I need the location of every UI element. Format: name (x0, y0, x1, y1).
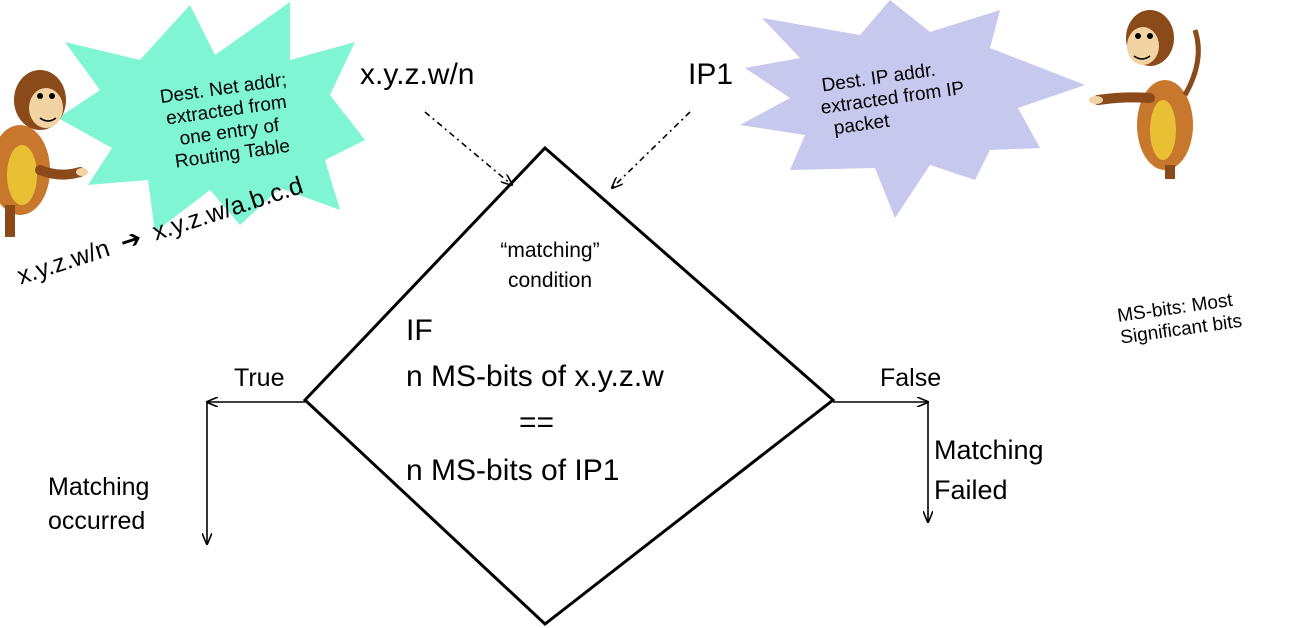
ip-input-label: IP1 (688, 58, 734, 91)
condition-line1: n MS-bits of x.y.z.w (406, 360, 664, 393)
decision-diamond (302, 145, 836, 626)
true-label: True (234, 364, 285, 392)
diamond-caption: “matching” condition (485, 236, 615, 296)
true-result-line2: occurred (48, 507, 146, 535)
notation-arrow-icon: ➔ (116, 223, 146, 257)
condition-equals: == (519, 406, 555, 439)
left-callout-burst (58, 2, 365, 232)
right-callout-burst (740, 0, 1085, 218)
net-addr-arrow (424, 111, 512, 185)
net-addr-input-label: x.y.z.w/n (360, 58, 475, 91)
diamond-caption-line2: condition (507, 269, 593, 292)
true-result: Matching occurred (48, 470, 149, 538)
diamond-caption-line1: “matching” (500, 239, 600, 262)
false-result-line2: Failed (934, 475, 1008, 505)
condition-line2: n MS-bits of IP1 (406, 454, 620, 487)
if-label: IF (406, 314, 433, 347)
false-result-line1: Matching (934, 435, 1044, 465)
ip-arrow (612, 111, 691, 188)
monkey-left-icon (0, 70, 88, 237)
false-result: Matching Failed (934, 430, 1044, 510)
true-result-line1: Matching (48, 473, 150, 501)
monkey-right-icon (1089, 10, 1201, 179)
false-label: False (880, 364, 942, 392)
